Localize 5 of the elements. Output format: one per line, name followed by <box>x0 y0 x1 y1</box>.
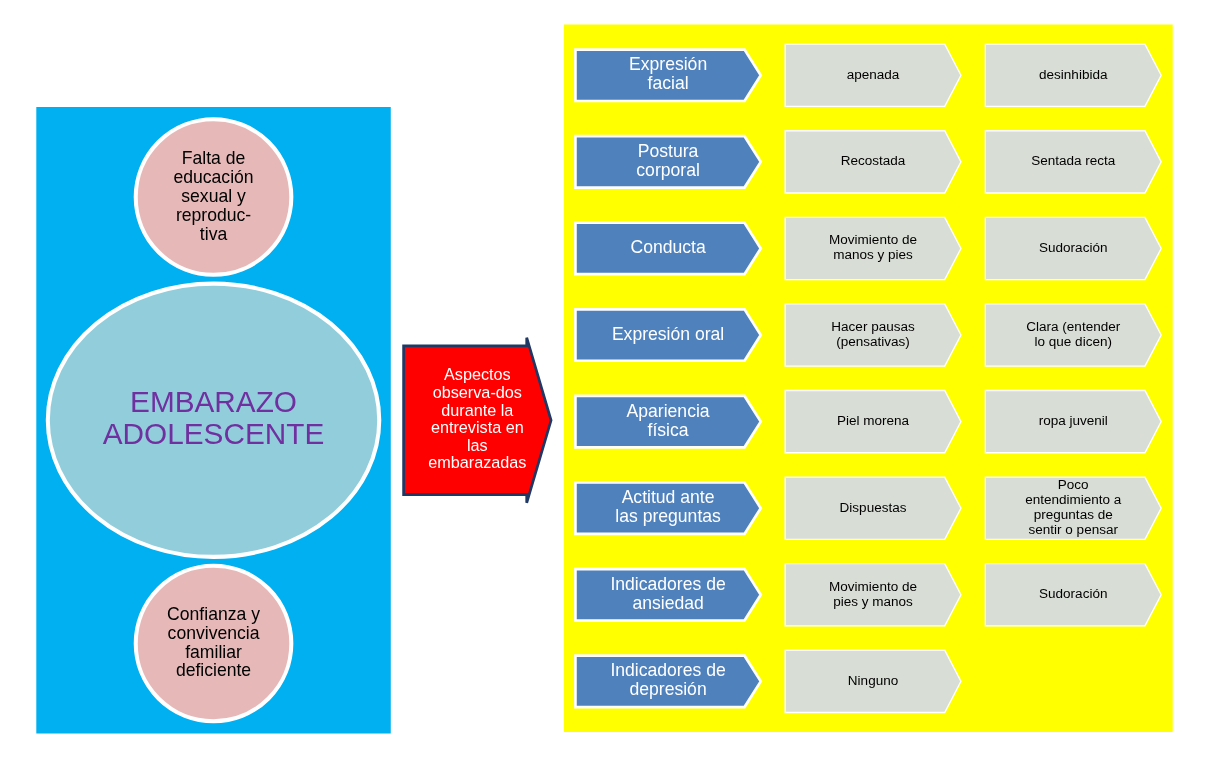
node-circle: Falta de educación sexual y reproduc-tiva <box>133 116 294 277</box>
node-ellipse: EMBARAZO ADOLESCENTE <box>45 281 382 559</box>
node-circle: Confianza y convivencia familiar deficiente <box>133 563 294 723</box>
cluster <box>36 106 391 733</box>
cluster <box>563 24 1173 732</box>
